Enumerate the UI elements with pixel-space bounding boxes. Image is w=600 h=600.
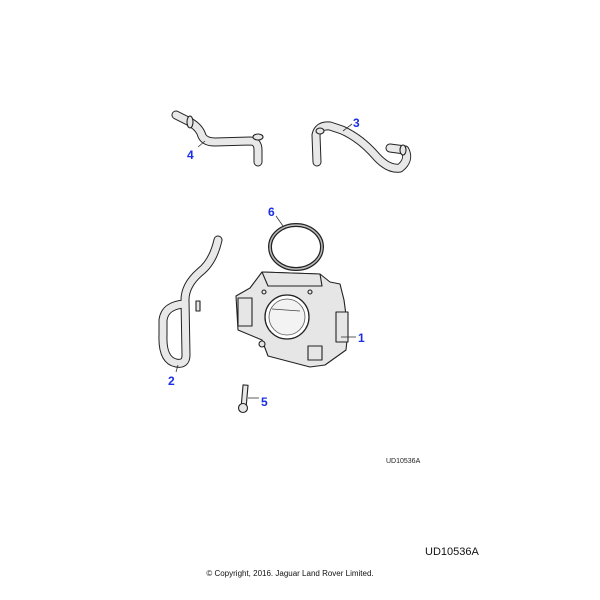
footer-code: UD10536A [425, 546, 479, 558]
callout-1: 1 [358, 331, 365, 345]
callout-4: 4 [187, 148, 194, 162]
bolt-5[interactable] [237, 384, 249, 414]
illustration-code: UD10536A [386, 458, 421, 465]
seal-ring-6[interactable] [268, 223, 324, 271]
hose-clamp [252, 133, 264, 141]
callout-2: 2 [168, 374, 175, 388]
hose-clamp [315, 127, 325, 135]
hose-clamp [399, 144, 407, 156]
throttle-body-1[interactable] [235, 271, 349, 368]
callout-6: 6 [268, 205, 275, 219]
callout-3: 3 [353, 116, 360, 130]
hose-4[interactable] [171, 110, 264, 167]
hose-2[interactable] [158, 235, 223, 368]
hose-clamp [186, 115, 194, 129]
hose-3[interactable] [311, 121, 412, 173]
copyright-notice: © Copyright, 2016. Jaguar Land Rover Lim… [206, 569, 374, 578]
callout-5: 5 [261, 395, 268, 409]
